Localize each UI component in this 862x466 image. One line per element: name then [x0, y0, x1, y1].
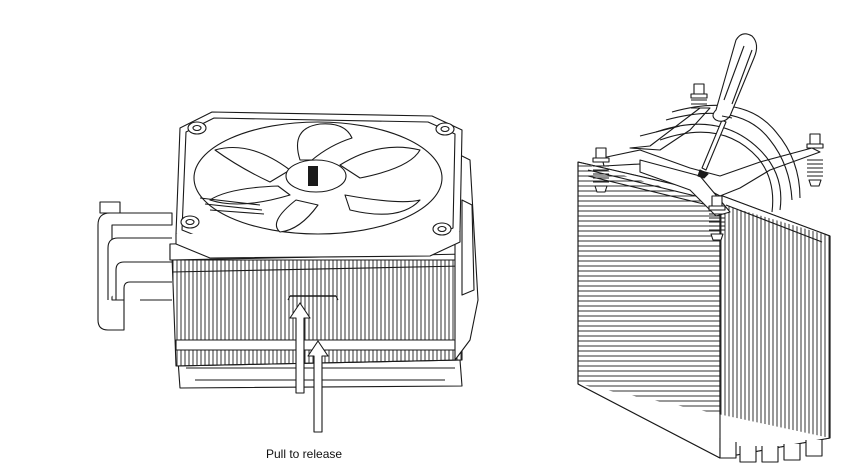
heatsink-fin-stack [578, 162, 830, 462]
screwdriver-icon [698, 34, 757, 178]
spring-screw-1 [593, 148, 609, 192]
spring-screw-3 [807, 134, 823, 186]
heatsink-heatpipes [640, 105, 800, 212]
heatsink-illustration [578, 34, 830, 462]
pull-arrow-inner [290, 303, 310, 393]
heatpipe-bundle [98, 202, 172, 330]
spring-screw-2 [691, 84, 707, 108]
cooler-with-fan-illustration [98, 112, 478, 432]
pull-to-release-caption: Pull to release [266, 447, 343, 461]
mounting-bracket [602, 108, 820, 216]
release-latch [288, 296, 338, 300]
fan-blades [194, 122, 442, 234]
spring-screw-4 [709, 196, 725, 240]
pull-arrow-outer [308, 341, 328, 432]
